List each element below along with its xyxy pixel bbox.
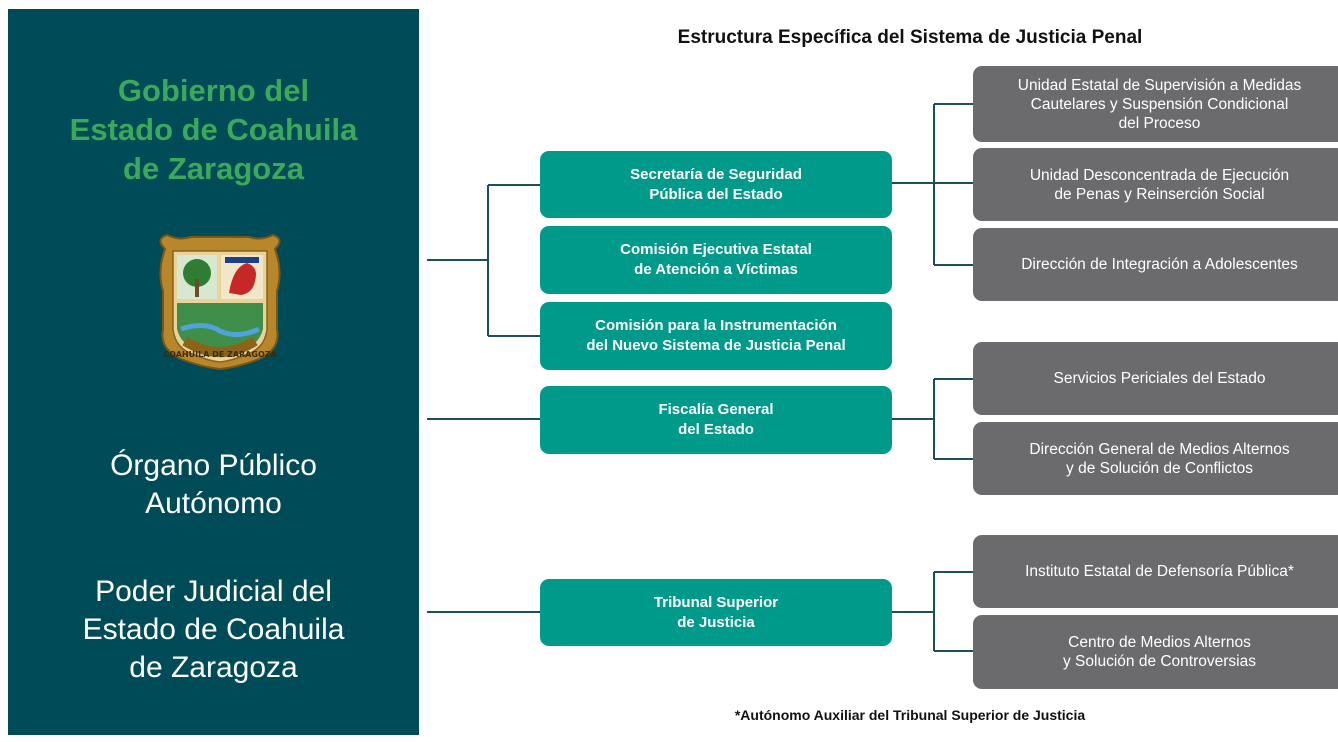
node-centro-medios-alternos: Centro de Medios Alternos y Solución de … (973, 615, 1338, 689)
node-label: Servicios Periciales del Estado (1053, 370, 1266, 387)
judicial-title: Poder Judicial del Estado de Coahuila de… (82, 575, 345, 684)
node-label: Secretaría de Seguridad Pública del Esta… (630, 165, 802, 203)
node-comision-victimas: Comisión Ejecutiva Estatal de Atención a… (540, 226, 892, 294)
footnote: *Autónomo Auxiliar del Tribunal Superior… (734, 707, 1086, 723)
node-medios-alternos: Dirección General de Medios Alternos y d… (973, 422, 1338, 495)
left-panel: Gobierno del Estado de Coahuila de Zarag… (8, 9, 419, 735)
node-label: Dirección General de Medios Alternos y d… (1029, 440, 1290, 477)
node-fiscalia: Fiscalía General del Estado (540, 386, 892, 454)
node-unidad-supervision: Unidad Estatal de Supervisión a Medidas … (973, 66, 1338, 142)
node-label: Unidad Desconcentrada de Ejecución de Pe… (1029, 166, 1290, 203)
node-label: Unidad Estatal de Supervisión a Medidas … (1017, 76, 1302, 132)
state-crest-icon: COAHUILA DE ZARAGOZA (159, 233, 281, 371)
node-label: Tribunal Superior de Justicia (653, 593, 779, 631)
government-title: Gobierno del Estado de Coahuila de Zarag… (69, 73, 358, 186)
node-defensoria-publica: Instituto Estatal de Defensoría Pública* (973, 535, 1338, 608)
node-label: Fiscalía General del Estado (658, 401, 774, 438)
node-tribunal: Tribunal Superior de Justicia (540, 579, 892, 646)
node-label: Instituto Estatal de Defensoría Pública* (1025, 563, 1294, 580)
organ-title: Órgano Público Autónomo (110, 449, 317, 520)
node-servicios-periciales: Servicios Periciales del Estado (973, 342, 1338, 415)
node-secretaria-seguridad: Secretaría de Seguridad Pública del Esta… (540, 151, 892, 218)
diagram-title: Estructura Específica del Sistema de Jus… (677, 27, 1143, 48)
node-comision-instrumentacion: Comisión para la Instrumentación del Nue… (540, 302, 892, 370)
node-unidad-ejecucion: Unidad Desconcentrada de Ejecución de Pe… (973, 148, 1338, 221)
node-label: Dirección de Integración a Adolescentes (1021, 256, 1298, 273)
crest-text: COAHUILA DE ZARAGOZA (163, 350, 277, 359)
node-label: Comisión Ejecutiva Estatal de Atención a… (620, 241, 812, 278)
node-label: Comisión para la Instrumentación del Nue… (586, 317, 846, 354)
node-integracion-adolescentes: Dirección de Integración a Adolescentes (973, 228, 1338, 301)
node-label: Centro de Medios Alternos y Solución de … (1063, 634, 1256, 670)
